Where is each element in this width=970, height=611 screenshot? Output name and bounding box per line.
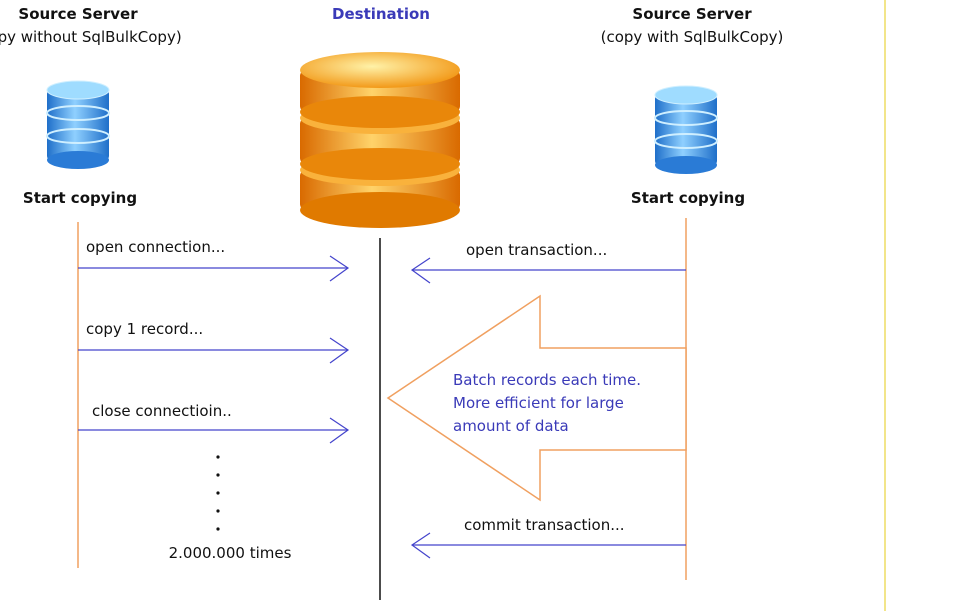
batch-note-line: Batch records each time. bbox=[453, 371, 641, 389]
destination-title: Destination bbox=[332, 5, 430, 23]
repeat-count-label: 2.000.000 times bbox=[168, 544, 292, 562]
msg-open-transaction: open transaction... bbox=[466, 241, 608, 259]
msg-close-connection: close connectioin.. bbox=[92, 402, 232, 420]
batch-note-line: More efficient for large bbox=[453, 394, 624, 412]
msg-copy-record: copy 1 record... bbox=[86, 320, 204, 338]
msg-open-connection: open connection... bbox=[86, 238, 226, 256]
batch-arrow bbox=[386, 294, 687, 502]
arrow-open-connection bbox=[78, 255, 350, 282]
left-subtitle: (copy without SqlBulkCopy) bbox=[0, 28, 182, 46]
arrow-commit-transaction bbox=[410, 532, 686, 559]
left-database-icon bbox=[46, 80, 110, 169]
right-subtitle: (copy with SqlBulkCopy) bbox=[600, 28, 784, 46]
left-start-label: Start copying bbox=[22, 189, 138, 207]
right-title: Source Server bbox=[632, 5, 752, 23]
right-database-icon bbox=[654, 85, 718, 174]
arrow-close-connection bbox=[78, 417, 350, 444]
right-start-label: Start copying bbox=[630, 189, 746, 207]
repeat-dots bbox=[216, 455, 220, 531]
batch-note-line: amount of data bbox=[453, 417, 569, 435]
arrow-copy-record bbox=[78, 337, 350, 364]
batch-note: Batch records each time. More efficient … bbox=[453, 369, 641, 438]
left-title: Source Server bbox=[18, 5, 138, 23]
arrow-open-transaction bbox=[410, 257, 686, 284]
destination-database-icon bbox=[300, 52, 460, 228]
msg-commit-transaction: commit transaction... bbox=[464, 516, 625, 534]
